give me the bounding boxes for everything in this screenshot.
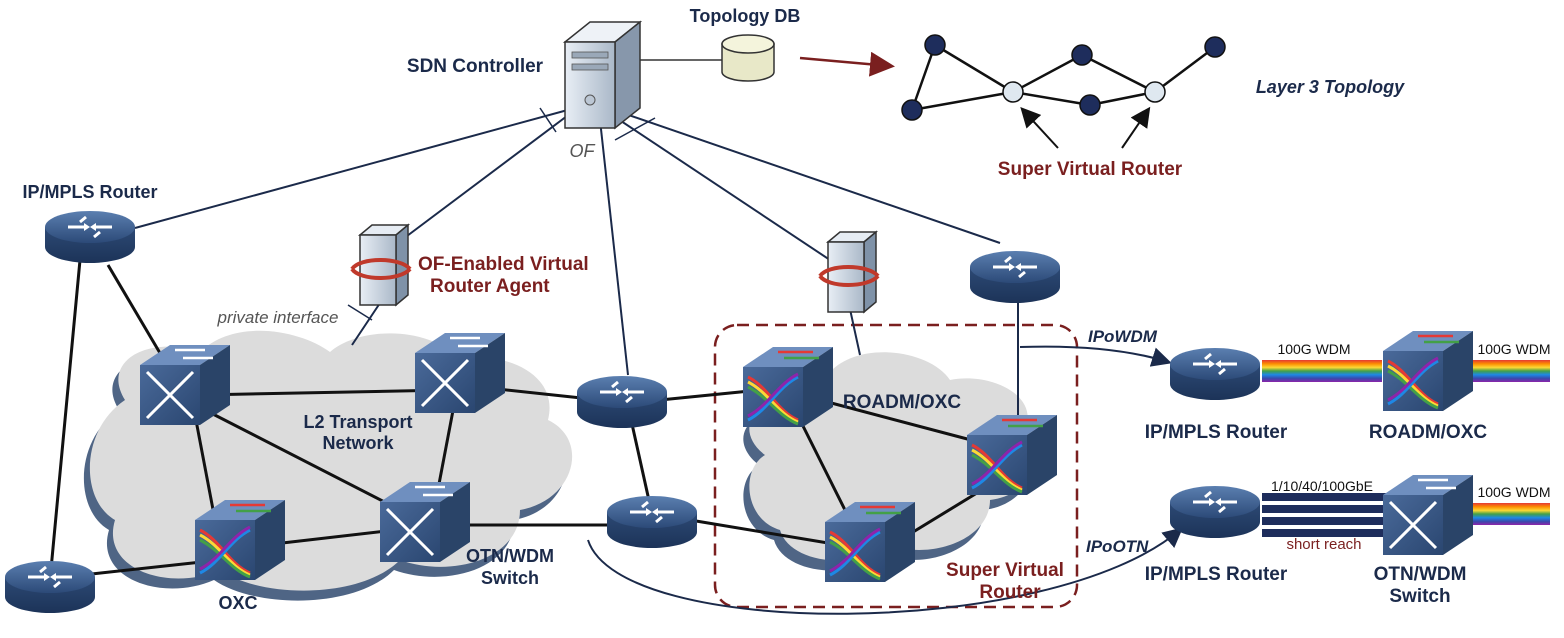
l2-switch-right — [413, 331, 507, 415]
otn-wdm-right-label-1: OTN/WDM — [1374, 564, 1467, 585]
wdm-100g-label-3: 100G WDM — [1477, 484, 1550, 500]
otn-wdm-switch — [378, 480, 472, 564]
layer3-topology-graph — [901, 34, 1226, 149]
layer3-topology-label: Layer 3 Topology — [1256, 77, 1405, 97]
ipmpls-router-r1-label: IP/MPLS Router — [1145, 422, 1288, 443]
topology-db-icon — [721, 34, 775, 82]
roadm-oxc-right — [1381, 329, 1475, 413]
ipowdm-label: IPoWDM — [1088, 327, 1158, 346]
of-agent-label-1: OF-Enabled Virtual — [418, 254, 589, 275]
ipowdm-arrow — [1019, 345, 1172, 367]
wdm-100g-label-1: 100G WDM — [1277, 341, 1350, 357]
otn-wdm-switch-right — [1381, 473, 1475, 557]
topology-db-label: Topology DB — [690, 6, 801, 26]
svr-box-label-2: Router — [979, 582, 1041, 603]
router-upper-right — [968, 249, 1062, 305]
gbe-label: 1/10/40/100GbE — [1271, 478, 1373, 494]
wdm-100g-label-2: 100G WDM — [1477, 341, 1550, 357]
wdm-fiber-1 — [1262, 360, 1382, 382]
router-bottom-left — [3, 559, 97, 615]
ipootn-label: IPoOTN — [1086, 537, 1149, 556]
wdm-fiber-2 — [1470, 360, 1550, 382]
otn-wdm-right-label-2: Switch — [1389, 586, 1450, 607]
ipootn-arrow — [587, 527, 1184, 615]
of-agent-left-icon — [350, 223, 412, 307]
short-reach-label: short reach — [1286, 536, 1361, 553]
ipmpls-router-top-left — [43, 209, 137, 265]
sdn-controller-server-icon — [562, 20, 643, 130]
ipmpls-router-right-1 — [1168, 346, 1262, 402]
svr-box-label-1: Super Virtual — [946, 560, 1064, 581]
of-label: OF — [570, 141, 596, 161]
topology-arrow — [799, 51, 895, 77]
ipmpls-router-left-label: IP/MPLS Router — [22, 182, 157, 202]
of-agent-label-2: Router Agent — [430, 276, 550, 297]
router-middle-bottom — [605, 494, 699, 550]
super-virtual-router-top-label: Super Virtual Router — [998, 159, 1183, 180]
router-middle-top — [575, 374, 669, 430]
of-agent-right-icon — [818, 230, 880, 314]
roadm-node-2 — [965, 413, 1059, 497]
roadm-oxc-center-label: ROADM/OXC — [843, 392, 962, 413]
l2-label-1: L2 Transport — [303, 412, 412, 432]
oxc-node — [193, 498, 287, 582]
ipmpls-router-right-2 — [1168, 484, 1262, 540]
l2-label-2: Network — [322, 433, 394, 453]
ipmpls-router-r2-label: IP/MPLS Router — [1145, 564, 1288, 585]
super-virtual-router-box — [713, 323, 1079, 609]
private-interface-label: private interface — [217, 308, 339, 327]
roadm-node-3 — [823, 500, 917, 584]
gbe-short-reach-links — [1262, 493, 1387, 537]
l2-switch-left — [138, 343, 232, 427]
roadm-oxc-right-label: ROADM/OXC — [1369, 422, 1488, 443]
wdm-fiber-3 — [1470, 503, 1550, 525]
otn-wdm-label-1: OTN/WDM — [466, 546, 554, 566]
oxc-label: OXC — [218, 593, 257, 613]
tick-marks — [347, 107, 656, 321]
otn-wdm-label-2: Switch — [481, 568, 539, 588]
roadm-node-1 — [741, 345, 835, 429]
sdn-controller-label: SDN Controller — [407, 56, 544, 77]
